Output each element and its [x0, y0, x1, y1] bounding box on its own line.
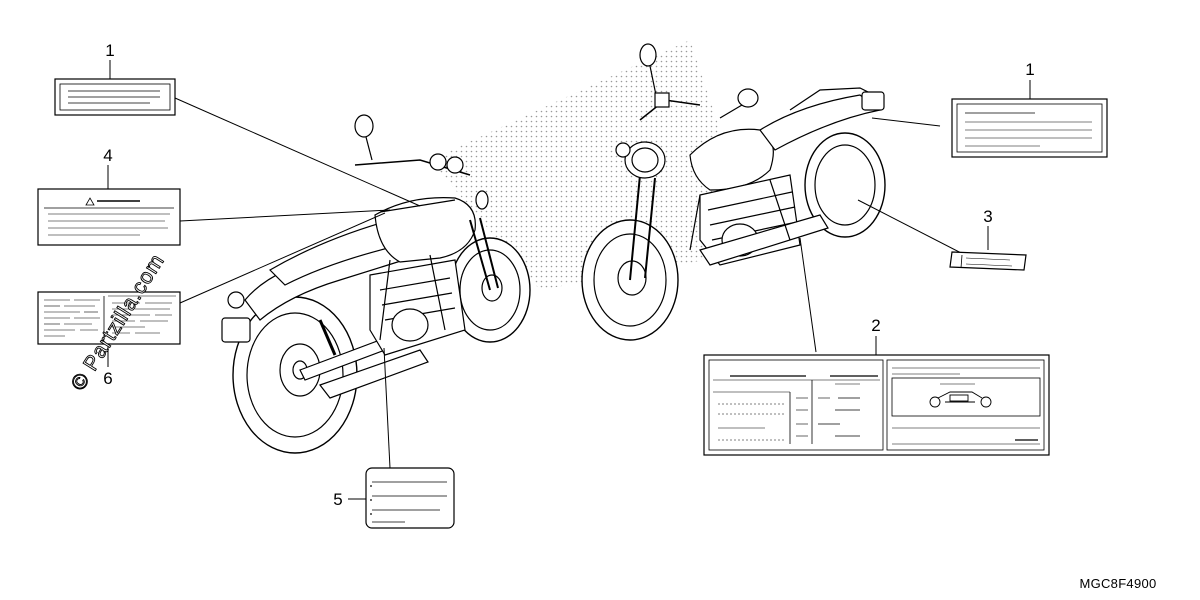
label-2: 2 [703, 316, 1050, 456]
callout-number-6: 6 [103, 369, 112, 388]
label-4: 4 [37, 146, 181, 246]
leader-line-3 [857, 199, 966, 256]
callout-number-7: 1 [105, 41, 114, 60]
leader-line-7 [174, 97, 421, 207]
leader-line-5 [383, 347, 391, 469]
motorcycle-silhouette-icon [929, 391, 992, 408]
label-3: 3 [949, 207, 1027, 271]
leader-line-4 [179, 209, 391, 222]
motorcycle-left [221, 114, 531, 454]
callout-number-1: 1 [1025, 60, 1034, 79]
motorcycle-right [581, 43, 886, 341]
label-6: 6 [37, 291, 181, 388]
diagram-code: MGC8F4900 [1079, 576, 1156, 591]
label-7: 1 [54, 41, 176, 116]
leader-lines [174, 97, 966, 469]
callout-number-3: 3 [983, 207, 992, 226]
callout-number-2: 2 [871, 316, 880, 335]
leader-line-2 [799, 237, 817, 353]
leader-line-1 [871, 117, 941, 127]
callout-number-4: 4 [103, 146, 112, 165]
warning-triangle-icon [85, 197, 95, 206]
label-1: 1 [951, 60, 1108, 158]
leader-line-6 [179, 212, 386, 304]
label-5: 5 [333, 467, 455, 529]
callout-number-5: 5 [333, 490, 342, 509]
